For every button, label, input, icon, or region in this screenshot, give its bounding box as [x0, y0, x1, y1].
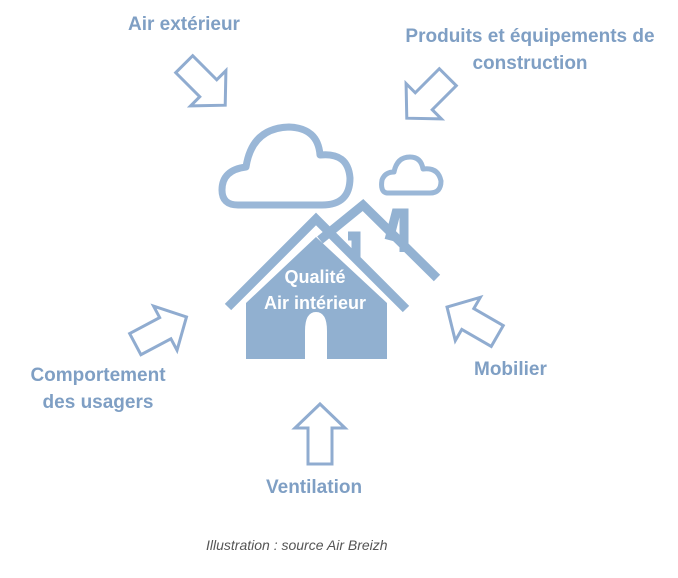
label-ventilation-text: Ventilation	[266, 477, 363, 498]
front-house-roof	[224, 212, 410, 313]
label-produits: Produits et équipements de construction	[400, 23, 660, 77]
arrow-air-exterieur-icon	[173, 53, 228, 108]
large-cloud-icon	[218, 123, 354, 209]
center-label: Qualité Air intérieur	[240, 264, 390, 316]
label-produits-line2: construction	[472, 53, 588, 74]
label-comportement: Comportement des usagers	[25, 362, 171, 416]
caption: Illustration : source Air Breizh	[206, 537, 388, 553]
label-comportement-line1: Comportement	[30, 365, 166, 386]
arrow-comportement-icon	[127, 303, 189, 357]
back-house-roof	[317, 198, 441, 282]
arrow-ventilation-icon	[291, 401, 349, 466]
label-air-exterieur: Air extérieur	[128, 11, 240, 38]
label-produits-line1: Produits et équipements de	[405, 26, 655, 47]
center-label-line1: Qualité	[284, 267, 346, 287]
small-cloud-icon	[379, 154, 444, 196]
arrow-produits-icon	[404, 66, 459, 121]
label-ventilation: Ventilation	[266, 474, 362, 501]
house-icon	[246, 237, 387, 359]
center-label-line2: Air intérieur	[263, 293, 367, 313]
label-air-exterieur-text: Air extérieur	[128, 14, 240, 35]
arrow-mobilier-icon	[445, 294, 506, 349]
label-mobilier-text: Mobilier	[474, 359, 547, 380]
label-comportement-line2: des usagers	[42, 392, 154, 413]
label-mobilier: Mobilier	[474, 356, 547, 383]
